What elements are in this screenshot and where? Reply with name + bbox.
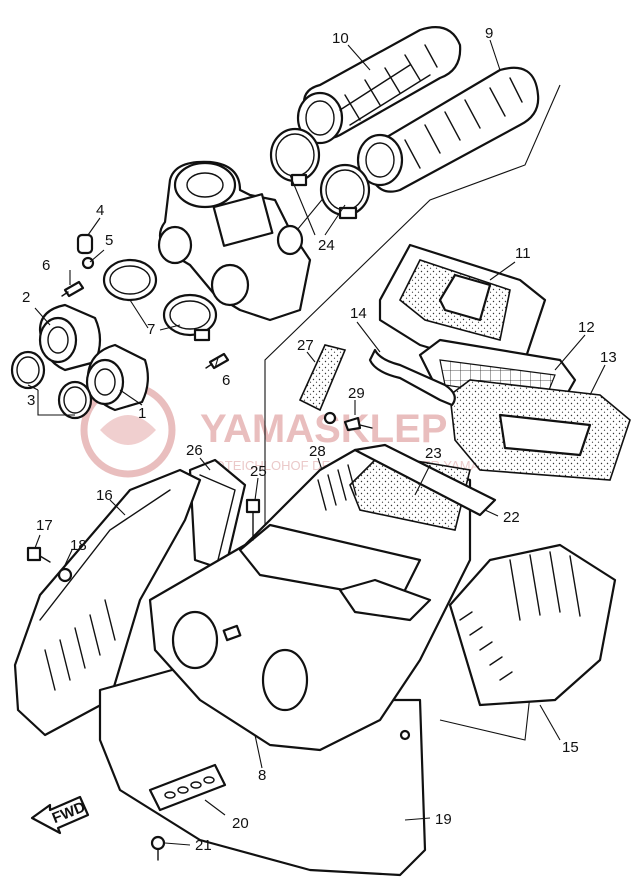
part-3-o-rings xyxy=(10,350,93,420)
part-15-duct xyxy=(448,543,617,707)
part-24-hose-clamps xyxy=(269,127,371,220)
part-2-joint xyxy=(38,303,102,372)
part-10-intake-hose xyxy=(296,26,462,145)
callout-leaders xyxy=(27,39,606,846)
part-21-screw xyxy=(150,835,166,861)
callout-8: 8 xyxy=(258,767,266,784)
part-9-intake-hose xyxy=(356,66,540,193)
callout-22: 22 xyxy=(503,509,520,526)
part-6-screw-upper xyxy=(61,280,85,298)
callout-11: 11 xyxy=(515,245,531,262)
callout-numbers: 1 2 3 4 5 6 6 7 8 9 10 11 12 13 14 15 16… xyxy=(22,25,617,854)
callout-10: 10 xyxy=(332,30,349,47)
part-17-screw xyxy=(26,546,51,563)
callout-14: 14 xyxy=(350,305,367,322)
part-26-gasket xyxy=(188,458,247,572)
callout-24: 24 xyxy=(318,237,335,254)
part-22-rim xyxy=(353,443,497,517)
part-6-screw-lower xyxy=(205,352,230,370)
air-box-body xyxy=(148,448,472,752)
callout-21: 21 xyxy=(195,837,212,854)
callout-17: 17 xyxy=(36,517,53,534)
part-14-strap xyxy=(368,348,456,407)
callout-4: 4 xyxy=(96,202,104,219)
callout-20: 20 xyxy=(232,815,249,832)
part-1-joint xyxy=(85,343,149,412)
part-29-clip xyxy=(323,411,373,432)
callout-12: 12 xyxy=(578,319,595,336)
watermark-brand: YAMASKLEP xyxy=(200,407,447,451)
callout-18: 18 xyxy=(70,537,87,554)
callout-15: 15 xyxy=(562,739,579,756)
part-25-bolt xyxy=(245,498,261,541)
callout-6-upper: 6 xyxy=(42,257,50,274)
callout-3: 3 xyxy=(27,392,35,409)
part-13-filter-foam xyxy=(449,379,631,481)
callout-2: 2 xyxy=(22,289,30,306)
callout-16: 16 xyxy=(96,487,113,504)
callout-6-lower: 6 xyxy=(222,372,230,389)
part-11-filter-frame xyxy=(378,243,547,377)
callout-25: 25 xyxy=(250,463,267,480)
part-5-clip xyxy=(81,256,95,270)
part-27-plate xyxy=(298,344,347,412)
fwd-arrow: FWD xyxy=(30,795,90,835)
callout-1: 1 xyxy=(138,405,146,422)
callout-13: 13 xyxy=(600,349,617,366)
callout-26: 26 xyxy=(186,442,203,459)
part-20-seal xyxy=(148,763,227,812)
carburetor-assembly xyxy=(157,160,312,322)
callout-29: 29 xyxy=(348,385,365,402)
part-18-washer xyxy=(57,567,73,583)
callout-23: 23 xyxy=(425,445,442,462)
part-4-cap xyxy=(76,233,94,255)
callout-28: 28 xyxy=(309,443,326,460)
callout-19: 19 xyxy=(435,811,452,828)
callout-7: 7 xyxy=(147,321,155,338)
part-28-edge xyxy=(317,464,357,511)
callout-9: 9 xyxy=(485,25,493,42)
callout-27: 27 xyxy=(297,337,314,354)
callout-5: 5 xyxy=(105,232,113,249)
part-16-side-cover xyxy=(13,468,202,737)
